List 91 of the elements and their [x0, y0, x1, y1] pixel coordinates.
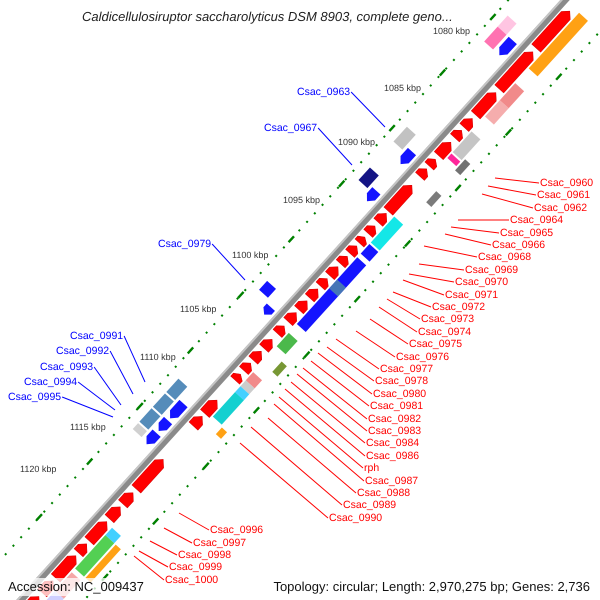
leader-line — [326, 346, 374, 382]
gene-label: Csac_0987 — [365, 475, 418, 487]
gene-label: Csac_0995 — [8, 391, 62, 403]
leader-line — [318, 128, 352, 166]
leader-line — [336, 338, 380, 370]
leader-line — [164, 528, 192, 544]
gene-label: Csac_0966 — [492, 239, 546, 251]
leader-line — [408, 274, 454, 282]
gene-label: Csac_0974 — [418, 326, 472, 338]
gene-label: Csac_0983 — [368, 425, 422, 437]
gene-label: Csac_0997 — [193, 537, 246, 549]
gene-label: Csac_0961 — [537, 189, 590, 201]
gene-label: Csac_0963 — [297, 86, 350, 98]
gene-label: rph — [364, 462, 380, 474]
scale-label: 1090 kbp — [338, 137, 376, 147]
gene-label: Csac_0986 — [366, 450, 420, 462]
gene-label: Csac_0993 — [40, 361, 94, 373]
leader-line — [250, 426, 342, 506]
leader-line — [302, 368, 368, 420]
gene-label: Csac_0977 — [380, 363, 434, 375]
leader-line — [392, 292, 432, 308]
gene-label: Csac_0979 — [158, 238, 212, 250]
leader-line — [494, 178, 540, 184]
leader-line — [150, 540, 178, 556]
scale-label: 1100 kbp — [232, 250, 268, 260]
gene-label: Csac_0988 — [357, 487, 410, 499]
gene-label: Csac_0992 — [56, 345, 110, 357]
gene-label: Csac_0976 — [396, 351, 450, 363]
gene-label: Csac_0960 — [540, 177, 594, 189]
gene-label: Csac_0973 — [421, 313, 474, 325]
leader-line — [94, 366, 122, 406]
gene-label: Csac_0984 — [366, 437, 420, 449]
gene-label: Csac_0965 — [500, 227, 554, 239]
title: Caldicellulosiruptor saccharolyticus DSM 8903, complete geno... — [82, 9, 453, 24]
leader-line — [78, 382, 116, 410]
leader-line — [62, 396, 114, 418]
leader-line — [124, 336, 146, 382]
scale-label: 1120 kbp — [20, 464, 56, 474]
scale-label: 1110 kbp — [140, 352, 176, 362]
gene-label: Csac_0999 — [169, 561, 222, 573]
leader-line — [482, 194, 534, 208]
leader-line — [278, 396, 364, 468]
gene-label: Csac_0982 — [368, 413, 422, 425]
leader-line — [284, 388, 366, 456]
gene-label: Csac_0981 — [370, 400, 424, 412]
leader-line — [488, 186, 536, 196]
scale-label: 1105 kbp — [180, 304, 216, 314]
gene-label: Csac_0972 — [432, 301, 486, 313]
leader-line — [240, 442, 328, 518]
gene-label: Csac_0964 — [510, 214, 564, 226]
gene-label: Csac_0971 — [445, 289, 498, 301]
scale-label: 1115 kbp — [70, 422, 106, 432]
gene-label: Csac_0994 — [24, 376, 78, 388]
leader-line — [378, 306, 418, 332]
scale-label: 1095 kbp — [283, 195, 320, 205]
leader-line — [310, 360, 370, 406]
gene-label: Csac_0962 — [534, 202, 588, 214]
leader-line — [356, 330, 396, 358]
leader-line — [212, 244, 246, 280]
gene-label: Csac_0970 — [455, 276, 508, 288]
gene-label: Csac_1000 — [165, 574, 218, 586]
gene-label: Csac_0980 — [373, 388, 426, 400]
gene-label: Csac_0967 — [264, 122, 318, 134]
leader-line — [350, 92, 386, 128]
gene-label: Csac_0989 — [343, 499, 396, 511]
leader-line — [318, 352, 372, 394]
leader-line — [138, 550, 168, 568]
gene-label: Csac_0998 — [178, 549, 232, 561]
leader-line — [290, 382, 366, 444]
gene-label: Csac_0975 — [409, 338, 462, 350]
gene-label: Csac_0996 — [210, 524, 264, 536]
leader-line — [268, 418, 356, 494]
scale-label: 1080 kbp — [433, 26, 470, 36]
gene-label: Csac_0978 — [375, 375, 428, 387]
leader-line — [424, 246, 478, 258]
leader-line — [418, 264, 464, 270]
leader-line — [444, 234, 492, 246]
leader-line — [178, 512, 210, 530]
leader-line — [386, 298, 420, 320]
leader-line — [402, 280, 444, 296]
gene-label: Csac_0991 — [70, 330, 124, 342]
scale-label: 1085 kbp — [384, 83, 422, 93]
leader-line — [274, 404, 364, 482]
leader-line — [134, 556, 164, 580]
leader-line — [370, 318, 408, 344]
leader-line — [450, 226, 500, 234]
gene-label: Csac_0990 — [329, 512, 382, 524]
leader-line — [110, 350, 134, 394]
gene-label: Csac_0969 — [465, 264, 518, 276]
leader-line — [296, 374, 368, 432]
gene-label: Csac_0968 — [478, 251, 532, 263]
